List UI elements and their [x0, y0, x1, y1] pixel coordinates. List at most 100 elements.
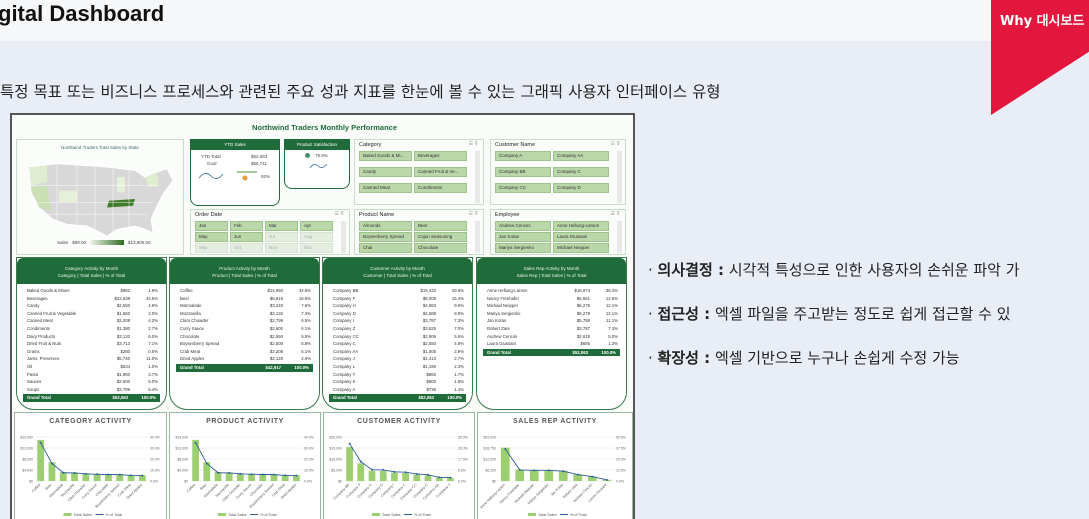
slicer-item[interactable]: Almonds	[359, 221, 412, 231]
y2-tick-label: 25.0%	[616, 458, 626, 462]
bar	[259, 473, 267, 481]
row-percent: 7.1%	[148, 341, 158, 347]
slicer-item[interactable]: Jan Kotas	[495, 232, 551, 242]
bullet-text: 시각적 특성으로 인한 사용자의 손쉬운 파악 가	[723, 261, 1020, 279]
multi-select-filter-icon[interactable]: ☰ ⊽	[468, 211, 478, 217]
y-tick-label: $15,000	[329, 447, 342, 451]
multi-select-filter-icon[interactable]: ☰ ⊽	[610, 141, 620, 147]
slicer-item[interactable]: Chocolate	[414, 243, 467, 253]
multi-select-filter-icon[interactable]: ☰ ⊽	[610, 211, 620, 217]
chart-title: CATEGORY ACTIVITY	[49, 418, 132, 425]
x-tick-label: Beer	[44, 482, 53, 491]
row-name: Candy	[27, 303, 40, 309]
y-tick-label: $0	[338, 480, 342, 484]
multi-select-filter-icon[interactable]: ☰ ⊽	[334, 211, 344, 217]
row-sales: $860	[426, 371, 436, 377]
row-sales: $5,788	[576, 318, 590, 324]
slicer-item[interactable]: Aug	[300, 232, 333, 242]
bar	[105, 473, 112, 481]
slicer-item[interactable]: Canned Fruit & Ve...	[414, 167, 467, 177]
bullet-term: 접근성 :	[657, 305, 711, 323]
slicer-item[interactable]: Company C	[553, 167, 609, 177]
bar	[192, 439, 199, 481]
us-map	[28, 163, 174, 236]
row-percent: 100.0%	[601, 349, 616, 355]
slicer-item[interactable]: Sep	[195, 243, 228, 253]
row-sales: $1,380	[116, 325, 130, 331]
slicer-item[interactable]: Feb	[230, 221, 263, 231]
row-name: Grains	[27, 348, 40, 354]
row-percent: 5.9%	[301, 333, 311, 339]
slicer-item[interactable]: Mar	[265, 221, 298, 231]
slicer-scrollbar[interactable]	[475, 221, 480, 253]
multi-select-filter-icon[interactable]: ☰ ⊽	[468, 141, 478, 147]
slicer-item[interactable]: Nov	[265, 243, 298, 253]
slicer-item[interactable]: Chai	[359, 243, 412, 253]
slicer-item[interactable]: Condiments	[414, 183, 467, 193]
row-name: Jan Kotas	[487, 318, 507, 324]
slicer-item[interactable]: Company A	[495, 151, 551, 161]
slicer-item[interactable]: Jun	[230, 232, 263, 242]
row-sales: $22,638	[114, 295, 130, 301]
slicer-item[interactable]: May	[195, 232, 228, 242]
row-sales: $2,799	[116, 386, 130, 392]
slicer-item[interactable]: Company D	[553, 183, 609, 193]
row-name: Beer	[180, 295, 190, 301]
row-percent: 43.5%	[145, 295, 158, 301]
row-percent: 34.8%	[298, 288, 311, 293]
slicer-scrollbar[interactable]	[475, 151, 480, 203]
row-percent: 7.3%	[608, 325, 618, 331]
bar	[391, 472, 398, 481]
row-sales: $52,063	[572, 349, 588, 355]
row-percent: 1.9%	[148, 288, 158, 293]
slicer-item[interactable]: Oct	[230, 243, 263, 253]
y-tick-label: $12,500	[483, 458, 496, 462]
slicer-item[interactable]: Anne Hellung-Larsen	[553, 221, 609, 231]
slicer-item[interactable]: Candy	[359, 167, 412, 177]
slicer-scrollbar[interactable]	[617, 151, 622, 203]
slicer-item[interactable]: Company AA	[553, 151, 609, 161]
slicer-item[interactable]: Laura Giussani	[553, 232, 609, 242]
y2-tick-label: 10.0%	[304, 469, 314, 473]
slicer-item[interactable]: Andrew Cencini	[495, 221, 551, 231]
slicer-item[interactable]: Company BB	[495, 167, 551, 177]
slicer-item[interactable]: Beer	[414, 221, 467, 231]
slicer-scrollbar[interactable]	[617, 221, 622, 253]
slicer-item[interactable]: Apr	[300, 221, 333, 231]
row-sales: $2,550	[269, 333, 283, 339]
row-percent: 11.0%	[146, 356, 158, 362]
slicer-item[interactable]: Boysenberry Spread	[359, 232, 412, 242]
slicer-item[interactable]: Company CC	[495, 183, 551, 193]
legend-line-label: % of Total	[414, 513, 431, 517]
row-percent: 12.1%	[605, 303, 618, 309]
slicer-item[interactable]: Dec	[300, 243, 333, 253]
bar	[435, 477, 443, 481]
row-percent: 100.0%	[141, 395, 156, 401]
slicer-item[interactable]: Michael Neipper	[553, 243, 609, 253]
row-sales: $52,063	[112, 395, 128, 401]
y-tick-label: $25,000	[483, 436, 496, 440]
slicer-item[interactable]: Jul	[265, 232, 298, 242]
slicer-item[interactable]: Mariya Sergienko	[495, 243, 551, 253]
slicer-item[interactable]: Jan	[195, 221, 228, 231]
slicer-item[interactable]: Beverages	[414, 151, 467, 161]
slicer-item[interactable]: Cajun Seasoning	[414, 232, 467, 242]
bar	[203, 462, 211, 481]
row-percent: 5.4%	[148, 386, 158, 392]
row-name: Grand Total	[180, 364, 204, 370]
slicer-scrollbar[interactable]	[341, 221, 346, 253]
row-name: Canned Fruit & Vegetable	[27, 310, 77, 316]
row-name: Chocolate	[180, 333, 200, 339]
row-percent: 11.1%	[606, 318, 618, 324]
slicer-item[interactable]: Canned Meat	[359, 183, 412, 193]
table-title: Product Activity by Month	[219, 266, 270, 271]
slicer-item[interactable]: Baked Goods & Mi...	[359, 151, 412, 161]
